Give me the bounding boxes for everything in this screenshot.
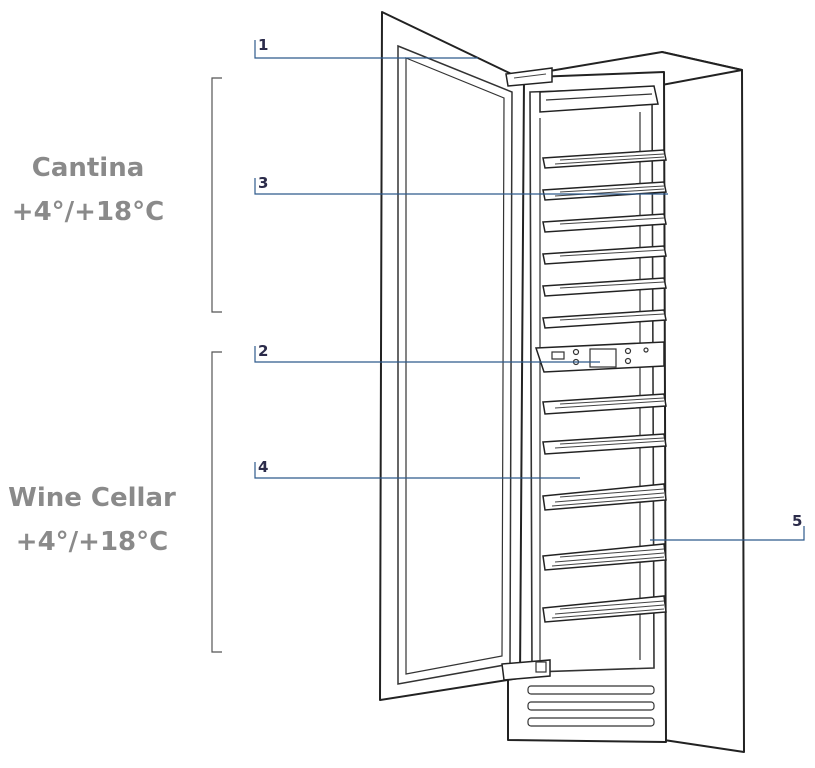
- shelf-7: [542, 393, 667, 415]
- cantina-title: Cantina: [32, 153, 145, 183]
- bottom-hinge: [501, 659, 551, 681]
- callout-3: 3: [254, 174, 668, 195]
- shelf-10: [542, 543, 667, 571]
- shelf-9: [542, 483, 667, 511]
- callout-1: 1: [254, 36, 478, 59]
- shelf-6: [542, 309, 667, 329]
- shelf-2: [542, 181, 667, 201]
- svg-text:1: 1: [258, 36, 268, 54]
- cantina-bracket: [211, 77, 222, 313]
- upper-shelves: [542, 149, 667, 329]
- control-panel: [534, 341, 665, 373]
- svg-text:2: 2: [258, 342, 268, 360]
- shelf-3: [542, 213, 667, 233]
- glass-door: [379, 11, 525, 701]
- cantina-temperature: +4°/+18°C: [12, 197, 164, 227]
- lower-shelves: [542, 393, 667, 623]
- shelf-8: [542, 433, 667, 455]
- svg-text:3: 3: [258, 174, 268, 192]
- shelf-5: [542, 277, 667, 297]
- vent-grille: [527, 685, 655, 727]
- wine-cellar-title: Wine Cellar: [8, 483, 176, 513]
- shelf-11: [542, 595, 667, 623]
- wine-cellar-bracket: [211, 351, 222, 653]
- svg-text:5: 5: [792, 512, 802, 530]
- shelf-1: [542, 149, 667, 169]
- wine-cellar-temperature: +4°/+18°C: [16, 527, 168, 557]
- top-hinge: [505, 67, 553, 87]
- callout-4: 4: [254, 458, 580, 479]
- shelf-4: [542, 245, 667, 265]
- top-light-panel: [539, 85, 659, 113]
- callout-5: 5: [650, 512, 805, 541]
- callout-2: 2: [254, 342, 600, 363]
- svg-text:4: 4: [258, 458, 268, 476]
